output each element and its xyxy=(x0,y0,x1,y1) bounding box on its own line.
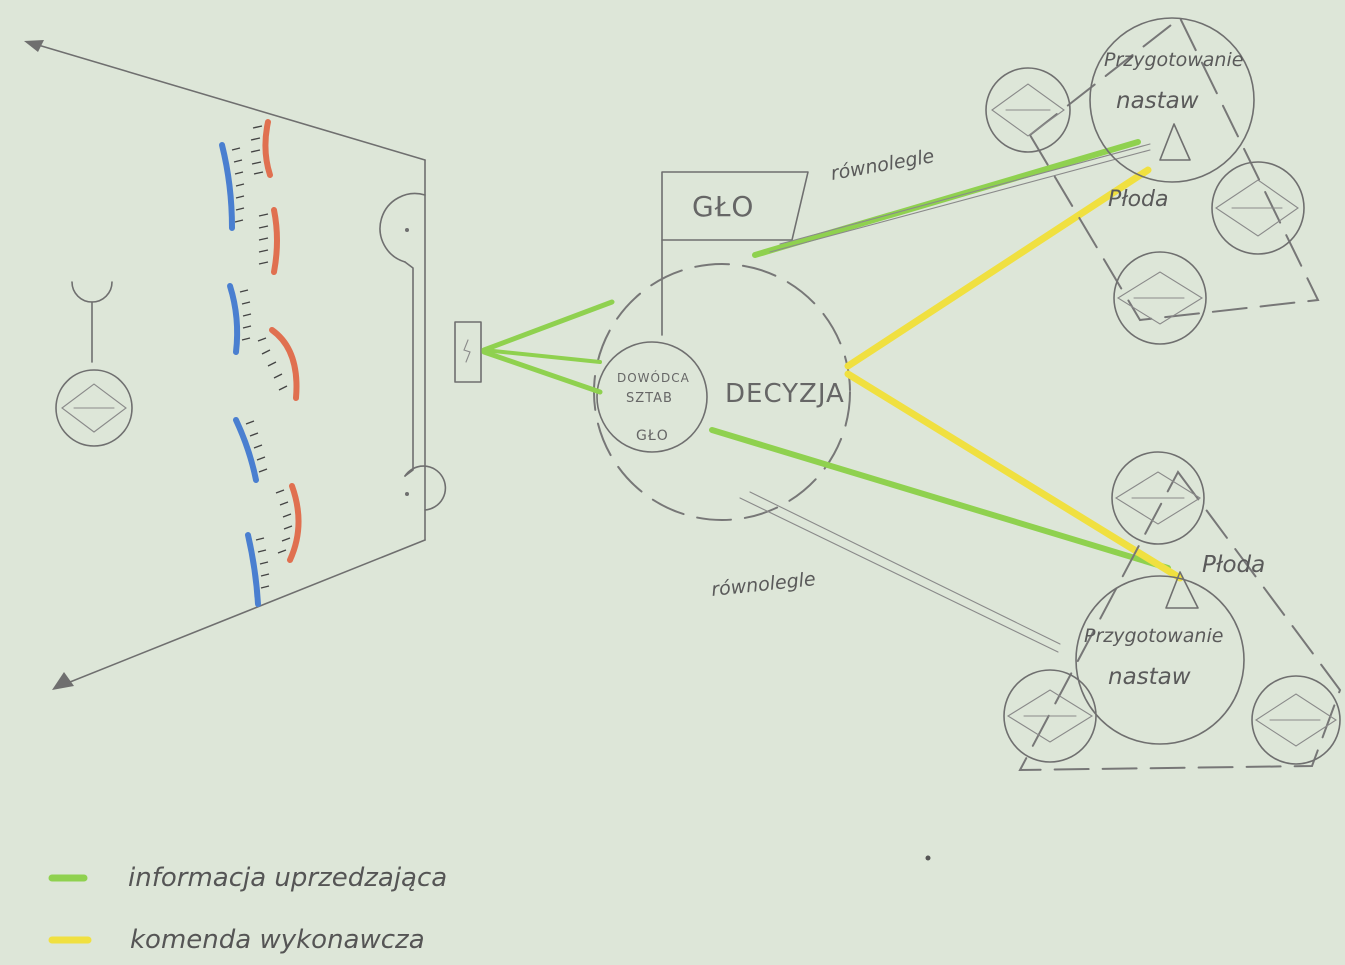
red-unit-mark xyxy=(287,483,302,563)
battery-triangle xyxy=(1018,470,1342,772)
legend: informacja uprzedzająca komenda wykonawc… xyxy=(48,863,447,955)
own-position xyxy=(55,281,133,447)
battery-triangle xyxy=(1028,16,1320,322)
blue-unit-mark xyxy=(233,417,259,483)
red-unit-mark xyxy=(269,327,300,401)
red-unit-mark xyxy=(271,207,280,275)
gun-unit-icon xyxy=(1211,161,1305,255)
staff-label-staff: SZTAB xyxy=(626,391,673,406)
observation-post-icon xyxy=(404,465,447,511)
preparation-label-1: Przygotowanie xyxy=(1084,625,1223,647)
red-unit-mark xyxy=(262,119,273,178)
observation-post-icon xyxy=(379,192,426,263)
gun-unit-icon xyxy=(985,67,1071,153)
information-line xyxy=(709,427,1171,571)
fire-label-top: Płoda xyxy=(1108,187,1169,212)
battery-group-top: Przygotowanie nastaw Płoda xyxy=(985,16,1320,345)
observation-sector xyxy=(24,40,447,690)
information-line xyxy=(481,299,615,353)
glo-box xyxy=(661,171,809,241)
sector-lower-edge xyxy=(54,539,426,689)
preparation-label-1: Przygotowanie xyxy=(1104,49,1243,71)
command-post: GŁO DOWÓDCA SZTAB GŁO DECYZJA xyxy=(593,171,851,521)
observation-bracket xyxy=(404,261,414,477)
decision-label: DECYZJA xyxy=(725,379,845,409)
gun-unit-icon xyxy=(1113,251,1207,345)
arrow-head-lower xyxy=(52,672,74,690)
staff-label-commander: DOWÓDCA xyxy=(617,370,690,385)
preparation-label-2: nastaw xyxy=(1116,88,1199,114)
command-lines xyxy=(844,166,1184,582)
legend-label-command: komenda wykonawcza xyxy=(130,925,425,955)
preparation-label-2: nastaw xyxy=(1108,664,1191,690)
parallel-label-bottom: równolegle xyxy=(710,568,816,601)
glo-label: GŁO xyxy=(692,190,754,223)
gun-unit-icon xyxy=(1003,669,1097,763)
battery-group-bottom: Płoda Przygotowanie nastaw xyxy=(1003,451,1342,772)
gun-unit-icon xyxy=(1111,451,1205,545)
gun-unit-icon xyxy=(1251,675,1341,765)
preparation-circle xyxy=(1075,575,1245,745)
fire-triangle-icon xyxy=(1159,123,1191,161)
staff-circle xyxy=(596,341,708,453)
information-line xyxy=(482,348,602,364)
blue-unit-mark xyxy=(227,283,241,355)
antenna-icon xyxy=(71,281,113,303)
enemy-units xyxy=(219,119,302,607)
staff-label-glo: GŁO xyxy=(636,428,669,444)
blue-unit-mark xyxy=(245,532,261,607)
blue-unit-mark xyxy=(219,142,235,231)
fire-triangle-icon xyxy=(1165,571,1199,609)
preparation-circle xyxy=(1089,17,1255,183)
parallel-label-top: równolegle xyxy=(829,145,936,185)
sensor-box xyxy=(454,321,482,383)
information-line xyxy=(481,349,603,395)
legend-label-information: informacja uprzedzająca xyxy=(128,863,447,893)
gun-unit-icon xyxy=(55,369,133,447)
command-line xyxy=(844,370,1184,582)
arrow-head-upper xyxy=(24,40,44,52)
fire-label-bottom: Płoda xyxy=(1202,552,1265,578)
sector-upper-edge xyxy=(27,41,426,161)
command-line xyxy=(844,166,1152,370)
